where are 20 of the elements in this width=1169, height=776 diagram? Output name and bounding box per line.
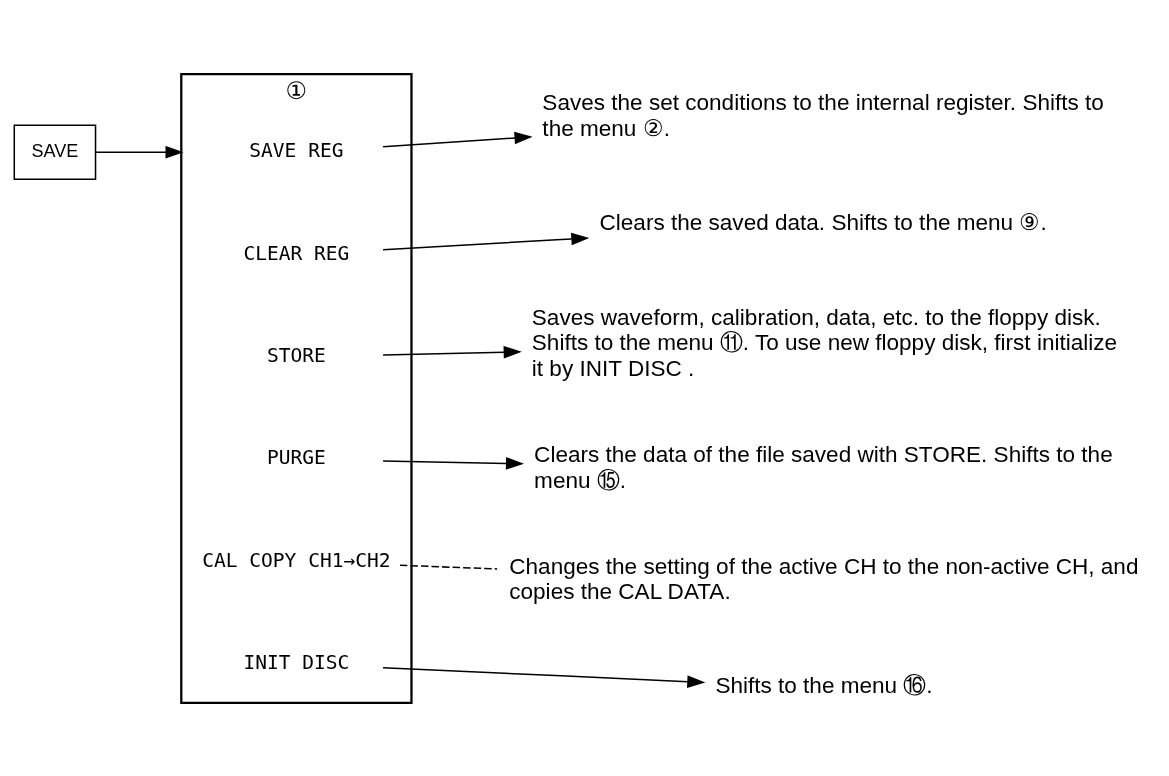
arrow <box>382 345 522 359</box>
arrow <box>382 232 590 250</box>
node-text: CLEAR REG <box>243 241 350 265</box>
node-text: STORE <box>266 343 326 367</box>
node-text: Saves waveform, calibration, data, etc. to the floppy disk. Shifts to the menu ⑪. To use new floppy disk, first initialize it by INIT DISC . <box>531 304 1118 381</box>
node-text: Clears the saved data. Shifts to the menu ⑨. <box>599 209 1047 235</box>
node-text: PURGE <box>266 445 326 469</box>
node-box: SAVE <box>13 123 97 180</box>
node-text: Shifts to the menu ⑯. <box>715 672 933 698</box>
node-text: Saves the set conditions to the internal register. Shifts to the menu ②. <box>542 89 1104 141</box>
node-text: Changes the setting of the active CH to the non-active CH, and copies the CAL DATA. <box>509 553 1139 604</box>
node-text: CAL COPY CH1→CH2 <box>202 548 391 572</box>
arrow <box>382 456 524 470</box>
arrow <box>382 131 533 147</box>
arrow <box>95 145 184 159</box>
node-text: Clears the data of the file saved with STORE. Shifts to the menu ⑮. <box>534 441 1113 493</box>
node-text: SAVE REG <box>249 138 344 162</box>
arrow <box>382 666 706 688</box>
connector <box>399 564 498 570</box>
node-text: INIT DISC <box>243 650 350 674</box>
